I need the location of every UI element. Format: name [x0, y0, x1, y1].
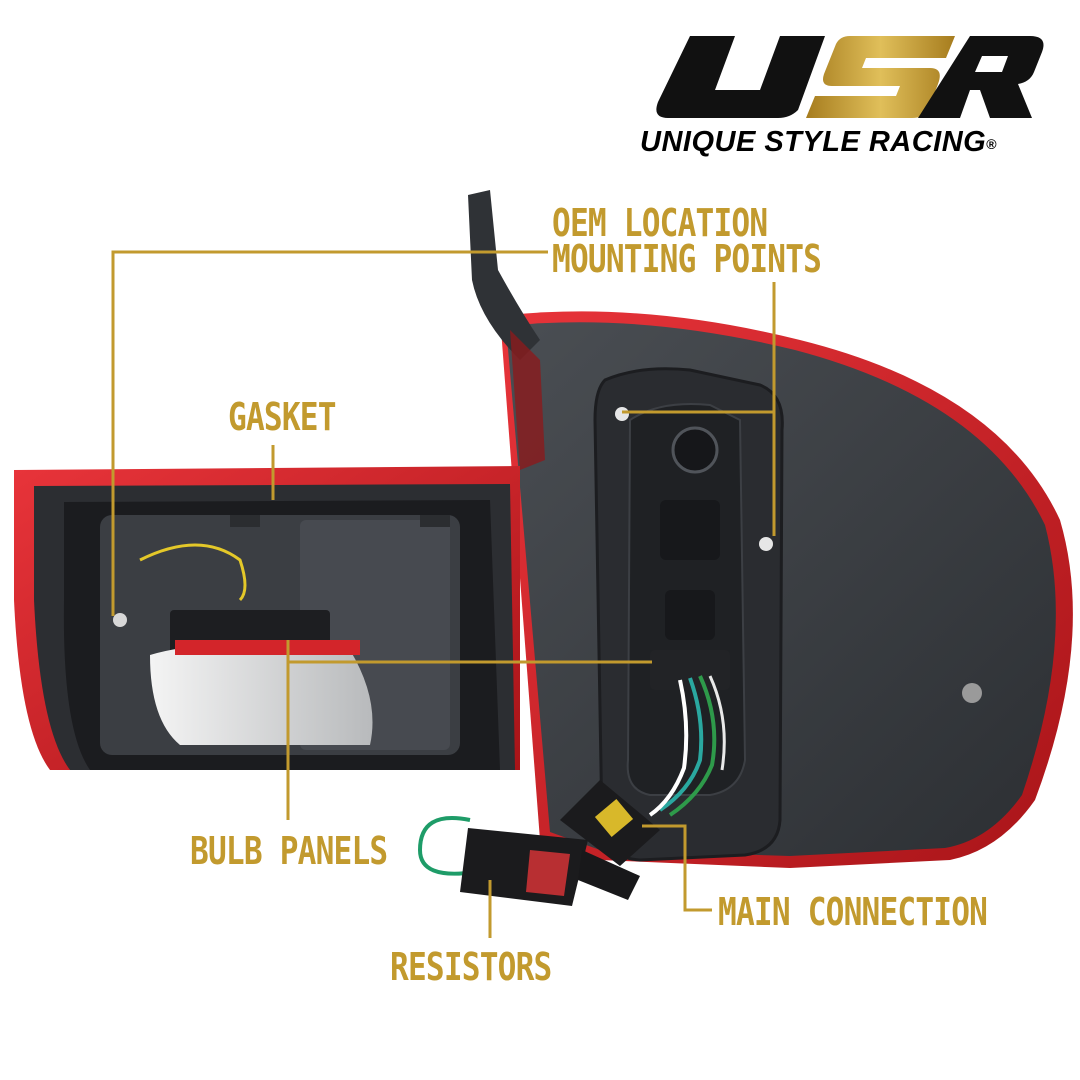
leader-main-connection [642, 824, 712, 912]
leader-oem-left [111, 250, 548, 616]
callout-resistors: RESISTORS [390, 945, 552, 989]
logo-letter-s [806, 36, 955, 118]
logo-letter-u [656, 36, 825, 118]
brand-name-text: UNIQUE STYLE RACING [640, 126, 987, 158]
outer-tail-light [468, 190, 1073, 868]
registered-mark: ® [986, 136, 998, 152]
callout-gasket: GASKET [228, 395, 336, 439]
usr-logo [656, 36, 1044, 118]
callout-oem-line2: MOUNTING POINTS [552, 237, 822, 281]
callout-main-connection: MAIN CONNECTION [718, 890, 988, 934]
callout-leaders [111, 250, 776, 938]
brand-name: UNIQUE STYLE RACING® [640, 126, 997, 158]
logo-letter-r [918, 36, 1044, 118]
inner-tail-light [14, 466, 520, 770]
resistor-harness [417, 780, 660, 906]
callout-oem-line1: OEM LOCATION [552, 201, 768, 245]
callout-bulb-panels: BULB PANELS [190, 829, 388, 873]
